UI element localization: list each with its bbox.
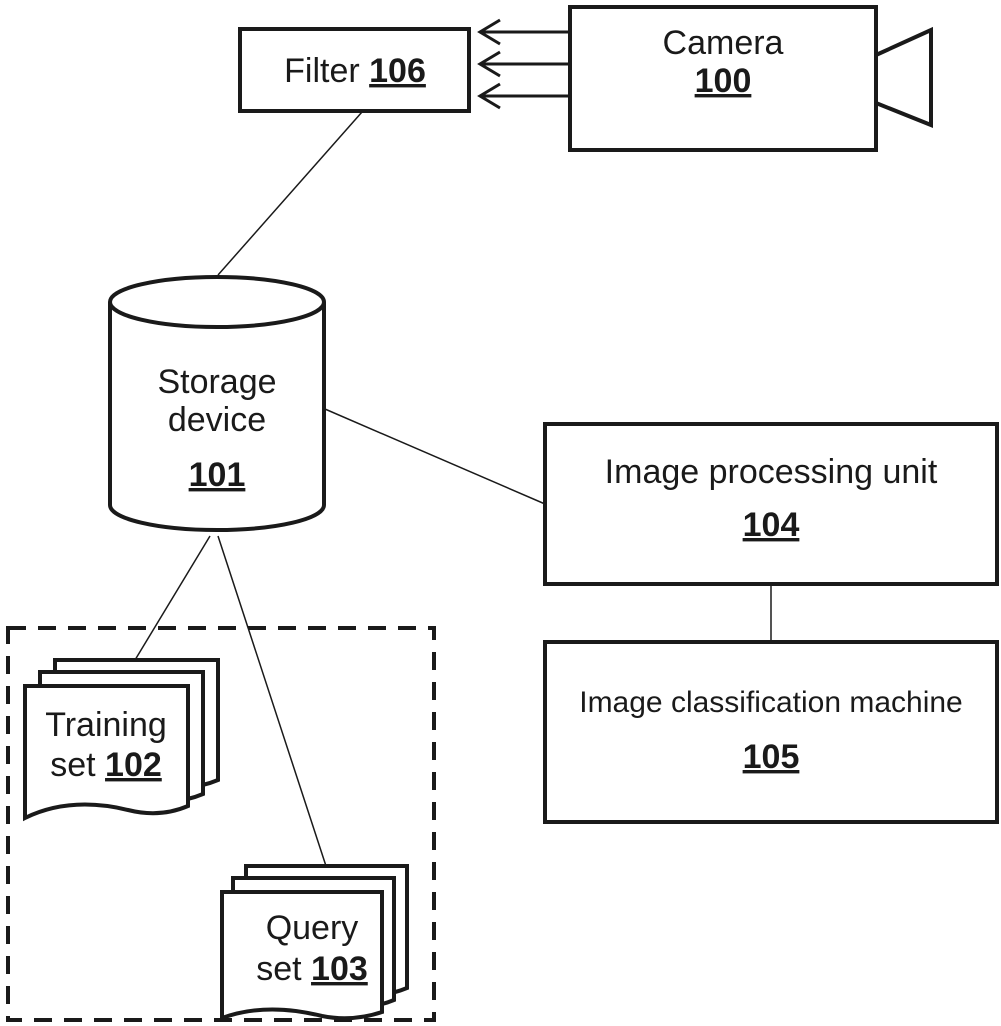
image-classification-machine-node: Image classification machine 105 [543, 640, 999, 824]
training-label-line1: Training [45, 706, 167, 744]
camera-to-filter-arrows [477, 18, 568, 110]
svg-text:set 102: set 102 [50, 746, 162, 784]
filter-label: Filter [284, 52, 360, 90]
training-number: 102 [105, 746, 162, 784]
ipu-number: 104 [743, 506, 800, 544]
connector-filter-storage [217, 111, 363, 276]
camera-number: 100 [695, 62, 752, 100]
storage-label-line1: Storage [157, 363, 276, 401]
training-set-node: Training set 102 [23, 658, 220, 822]
svg-text:set 103: set 103 [256, 950, 368, 988]
icm-label: Image classification machine [579, 686, 963, 719]
filter-number: 106 [369, 52, 426, 90]
svg-text:Filter 106: Filter 106 [284, 52, 426, 90]
filter-node: Filter 106 [238, 27, 471, 113]
ipu-label: Image processing unit [605, 453, 938, 491]
storage-label-line2: device [168, 401, 266, 439]
icm-number: 105 [743, 738, 800, 776]
camera-node: Camera 100 [568, 5, 933, 152]
connector-storage-query [217, 535, 327, 867]
connector-storage-ipu [317, 405, 546, 505]
query-label-line1: Query [266, 909, 359, 947]
query-set-node: Query set 103 [220, 864, 409, 1021]
query-number: 103 [311, 950, 368, 988]
camera-lens-icon [874, 26, 933, 128]
storage-number: 101 [189, 456, 246, 494]
camera-label: Camera [663, 24, 784, 62]
storage-device-node: Storage device 101 [108, 275, 326, 532]
image-processing-unit-node: Image processing unit 104 [543, 422, 999, 586]
connector-storage-training [134, 535, 211, 661]
training-label-line2: set [50, 746, 96, 784]
query-label-line2: set [256, 950, 302, 988]
